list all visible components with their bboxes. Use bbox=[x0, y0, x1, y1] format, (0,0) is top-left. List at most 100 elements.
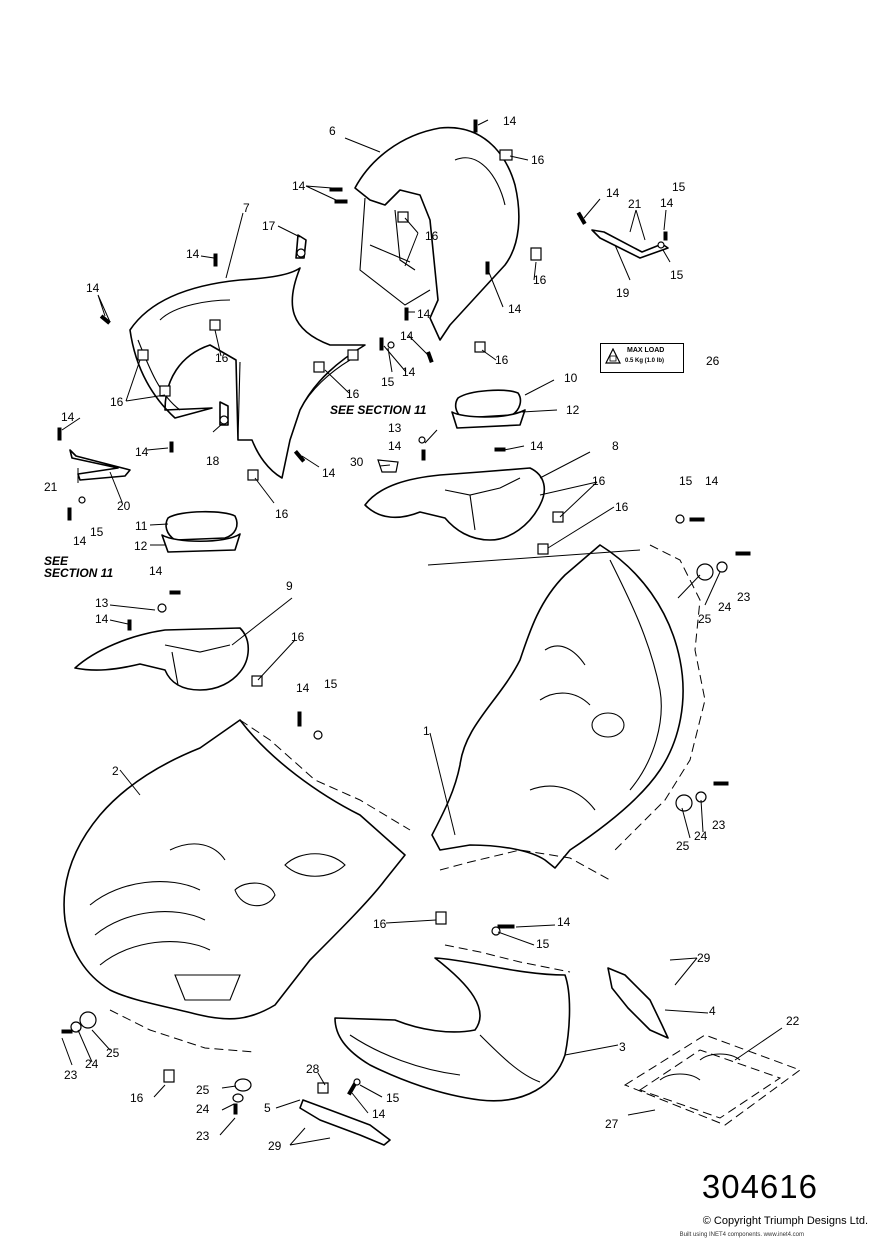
part-18-latch bbox=[219, 401, 229, 426]
build-note: Built using INET4 components. www.inet4.… bbox=[679, 1232, 804, 1238]
diagram-number: 304616 bbox=[701, 1168, 818, 1205]
callout-29: 29 bbox=[697, 951, 711, 965]
callout-9: 9 bbox=[286, 579, 293, 593]
callout-22: 22 bbox=[786, 1014, 800, 1028]
callout-15: 15 bbox=[90, 525, 104, 539]
callout-14: 14 bbox=[135, 445, 149, 459]
part-8-inner-tray bbox=[364, 467, 546, 541]
callout-16: 16 bbox=[531, 153, 545, 167]
callout-12: 12 bbox=[566, 403, 580, 417]
callout-18: 18 bbox=[206, 454, 220, 468]
callout-16: 16 bbox=[291, 630, 305, 644]
callout-19: 19 bbox=[616, 286, 630, 300]
max-load-subtitle: 0.5 Kg (1.0 lb) bbox=[625, 358, 665, 364]
max-load-title: MAX LOAD bbox=[627, 347, 665, 354]
callout-14: 14 bbox=[508, 302, 522, 316]
callout-16: 16 bbox=[346, 387, 360, 401]
callout-25: 25 bbox=[196, 1083, 210, 1097]
callout-14: 14 bbox=[61, 410, 75, 424]
part-6-tail-unit bbox=[354, 126, 520, 341]
callout-24: 24 bbox=[196, 1102, 210, 1116]
callout-2: 2 bbox=[112, 764, 119, 778]
callout-14: 14 bbox=[660, 196, 674, 210]
callout-7: 7 bbox=[243, 201, 250, 215]
callout-16: 16 bbox=[495, 353, 509, 367]
callout-1: 1 bbox=[423, 724, 430, 738]
callout-14: 14 bbox=[530, 439, 544, 453]
callout-15: 15 bbox=[672, 180, 686, 194]
part-11-lid bbox=[161, 510, 241, 553]
callout-26: 26 bbox=[706, 354, 720, 368]
callout-23: 23 bbox=[64, 1068, 78, 1082]
callout-16: 16 bbox=[130, 1091, 144, 1105]
leader-lines bbox=[61, 119, 783, 1146]
callout-14: 14 bbox=[503, 114, 517, 128]
callout-4: 4 bbox=[709, 1004, 716, 1018]
part-19-bracket bbox=[591, 229, 669, 259]
callout-30: 30 bbox=[350, 455, 364, 469]
callout-14: 14 bbox=[86, 281, 100, 295]
part-9-inner-tray bbox=[74, 627, 250, 691]
callout-24: 24 bbox=[718, 600, 732, 614]
copyright-notice: © Copyright Triumph Designs Ltd. bbox=[702, 1215, 868, 1227]
callout-15: 15 bbox=[324, 677, 338, 691]
callout-16: 16 bbox=[615, 500, 629, 514]
callout-14: 14 bbox=[388, 439, 402, 453]
callout-15: 15 bbox=[386, 1091, 400, 1105]
part-17-latch bbox=[295, 234, 307, 259]
callout-14: 14 bbox=[149, 564, 163, 578]
see-section-note-left-2: SECTION 11 bbox=[44, 566, 113, 580]
callout-15: 15 bbox=[679, 474, 693, 488]
callout-12: 12 bbox=[134, 539, 148, 553]
callout-5: 5 bbox=[264, 1101, 271, 1115]
callout-21: 21 bbox=[44, 480, 58, 494]
part-30-grommet bbox=[377, 459, 399, 473]
callout-20: 20 bbox=[117, 499, 131, 513]
callout-16: 16 bbox=[373, 917, 387, 931]
part-4-bracket bbox=[607, 967, 669, 1039]
callout-28: 28 bbox=[306, 1062, 320, 1076]
callout-labels: 6 14 16 14 16 17 7 14 14 14 16 14 15 14 … bbox=[44, 114, 800, 1153]
callout-14: 14 bbox=[73, 534, 87, 548]
part-7-seat-cowl bbox=[129, 267, 366, 479]
callout-14: 14 bbox=[296, 681, 310, 695]
callout-25: 25 bbox=[106, 1046, 120, 1060]
callout-14: 14 bbox=[322, 466, 336, 480]
callout-24: 24 bbox=[694, 829, 708, 843]
callout-14: 14 bbox=[606, 186, 620, 200]
max-load-label: MAX LOAD 0.5 Kg (1.0 lb) bbox=[600, 343, 684, 373]
callout-25: 25 bbox=[698, 612, 712, 626]
callout-24: 24 bbox=[85, 1057, 99, 1071]
callout-13: 13 bbox=[388, 421, 402, 435]
callout-15: 15 bbox=[670, 268, 684, 282]
fasteners bbox=[57, 119, 751, 1115]
callout-16: 16 bbox=[110, 395, 124, 409]
callout-14: 14 bbox=[95, 612, 109, 626]
callout-14: 14 bbox=[402, 365, 416, 379]
callout-16: 16 bbox=[425, 229, 439, 243]
callout-16: 16 bbox=[533, 273, 547, 287]
callout-16: 16 bbox=[275, 507, 289, 521]
callout-10: 10 bbox=[564, 371, 578, 385]
callout-14: 14 bbox=[186, 247, 200, 261]
see-section-note-right: SEE SECTION 11 bbox=[330, 403, 427, 417]
callout-21: 21 bbox=[628, 197, 642, 211]
callout-14: 14 bbox=[292, 179, 306, 193]
part-22-27-pads bbox=[623, 1034, 802, 1126]
callout-14: 14 bbox=[557, 915, 571, 929]
callout-15: 15 bbox=[536, 937, 550, 951]
callout-23: 23 bbox=[196, 1129, 210, 1143]
callout-23: 23 bbox=[712, 818, 726, 832]
part-20-bracket bbox=[69, 449, 131, 481]
callout-16: 16 bbox=[215, 351, 229, 365]
callout-27: 27 bbox=[605, 1117, 619, 1131]
callout-29: 29 bbox=[268, 1139, 282, 1153]
part-2-main-fairing bbox=[63, 719, 411, 1053]
callout-3: 3 bbox=[619, 1040, 626, 1054]
callout-17: 17 bbox=[262, 219, 276, 233]
callout-23: 23 bbox=[737, 590, 751, 604]
part-3-belly-pan bbox=[334, 944, 571, 1102]
see-section-note-left-1: SEE bbox=[44, 554, 69, 568]
callout-14: 14 bbox=[417, 307, 431, 321]
callout-25: 25 bbox=[676, 839, 690, 853]
